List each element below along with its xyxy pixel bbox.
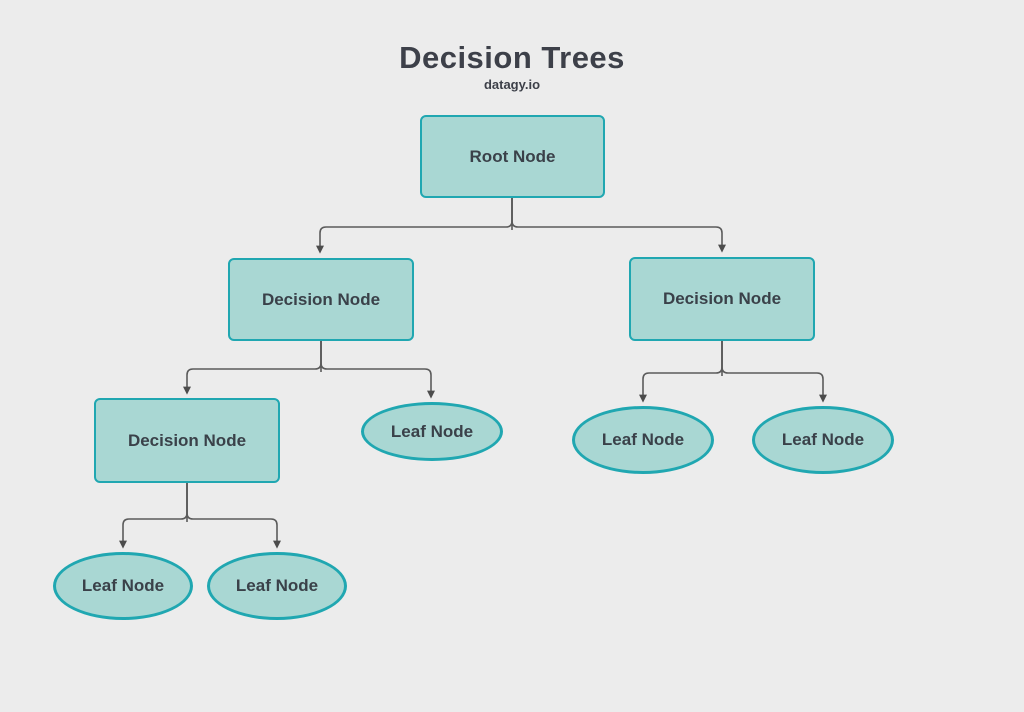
node-label: Root Node — [469, 146, 556, 166]
node-label: Leaf Node — [601, 430, 685, 449]
connector-root-to-decision-right — [511, 198, 726, 253]
node-label: Leaf Node — [781, 430, 865, 449]
connector-decision-right-to-leaf-b — [721, 341, 827, 403]
node-decision-left-child: Decision Node — [94, 398, 280, 483]
node-leaf-bottom-a: Leaf Node — [53, 552, 193, 620]
page-title: Decision Trees — [399, 40, 625, 75]
node-label: Decision Node — [127, 430, 247, 450]
node-leaf-center: Leaf Node — [361, 402, 503, 461]
node-root: Root Node — [420, 115, 605, 198]
node-label: Leaf Node — [390, 421, 474, 441]
node-decision-left: Decision Node — [228, 258, 414, 341]
node-leaf-bottom-b: Leaf Node — [207, 552, 347, 620]
connector-decision-left-to-decision-child — [183, 341, 322, 395]
node-leaf-right-a: Leaf Node — [572, 406, 714, 474]
node-label: Leaf Node — [235, 576, 319, 595]
connector-decision-left-to-leaf-center — [320, 341, 435, 399]
node-label: Decision Node — [662, 289, 782, 308]
node-leaf-right-b: Leaf Node — [752, 406, 894, 474]
connector-decision-right-to-leaf-a — [639, 341, 723, 403]
page-subtitle: datagy.io — [483, 77, 541, 92]
connector-decision-child-to-leaf-a — [119, 483, 188, 549]
node-label: Decision Node — [261, 289, 381, 309]
connector-root-to-decision-left — [316, 198, 513, 254]
node-decision-right: Decision Node — [629, 257, 815, 341]
node-label: Leaf Node — [81, 576, 165, 595]
connector-decision-child-to-leaf-b — [186, 483, 281, 549]
